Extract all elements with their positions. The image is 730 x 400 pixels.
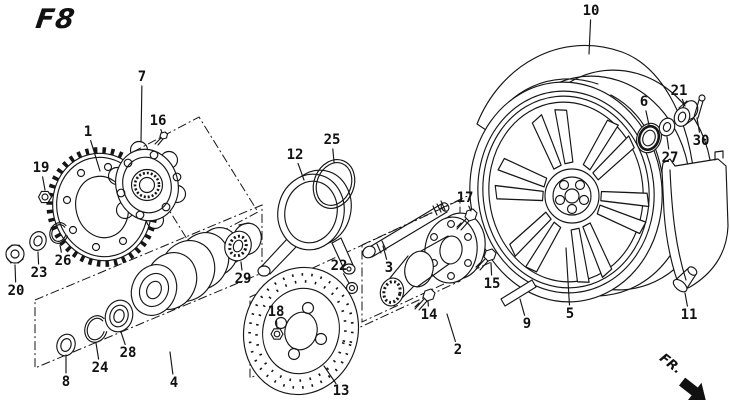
hub-flange — [107, 140, 187, 230]
part-callout-5: 5 — [566, 306, 574, 322]
washer — [29, 231, 47, 251]
leader-line-13 — [323, 365, 337, 385]
part-callout-9: 9 — [523, 316, 531, 332]
bearing-retainer — [257, 169, 356, 277]
part-callout-6: 6 — [640, 94, 648, 110]
part-callout-25: 25 — [324, 132, 341, 148]
axle-nut — [5, 244, 25, 264]
leader-line-3 — [382, 245, 388, 260]
leader-line-16 — [160, 128, 163, 134]
part-callout-3: 3 — [385, 260, 393, 276]
leader-line-15 — [490, 262, 493, 276]
part-callout-30: 30 — [693, 133, 710, 149]
final-drive-unit — [379, 212, 486, 307]
part-callout-13: 13 — [333, 383, 350, 399]
part-callout-22: 22 — [331, 258, 348, 274]
small-ring — [345, 281, 359, 295]
part-callout-29: 29 — [235, 271, 252, 287]
part-callout-4: 4 — [170, 375, 178, 391]
part-callout-23: 23 — [31, 265, 48, 281]
part-callout-8: 8 — [62, 374, 70, 390]
disc-nut — [270, 328, 284, 340]
leader-line-17 — [468, 205, 472, 212]
leader-line-22 — [342, 273, 350, 284]
leader-line-10 — [588, 19, 592, 55]
ball-bearing — [104, 299, 134, 333]
part-callout-19: 19 — [33, 160, 50, 176]
bolt-15 — [475, 248, 497, 271]
part-callout-14: 14 — [421, 307, 438, 323]
leader-line-4 — [169, 351, 174, 375]
wheel-hub — [544, 168, 600, 224]
part-callout-16: 16 — [150, 113, 167, 129]
leader-line-5 — [565, 247, 571, 306]
o-ring — [312, 159, 356, 209]
brake-disc — [242, 266, 360, 396]
fr-arrow-icon — [679, 377, 706, 400]
fr-label: FR. — [656, 351, 684, 378]
part-callout-1: 1 — [84, 124, 92, 140]
part-callouts: 1234567891011121314151617181920212223242… — [8, 3, 710, 399]
part-callout-21: 21 — [671, 83, 688, 99]
balance-weight — [500, 279, 537, 307]
leader-line-29 — [240, 261, 243, 271]
direction-indicator: FR. — [656, 351, 706, 400]
leader-line-19 — [42, 176, 46, 191]
leader-line-27 — [666, 136, 670, 150]
leader-line-7 — [140, 85, 143, 143]
leader-line-26 — [59, 244, 62, 253]
needle-bearing — [224, 222, 262, 263]
adjuster-nut — [37, 190, 53, 204]
flange-bolt — [154, 131, 169, 146]
leader-line-23 — [37, 251, 40, 265]
leader-line-2 — [446, 313, 456, 342]
part-callout-18: 18 — [268, 304, 285, 320]
part-callout-28: 28 — [120, 345, 137, 361]
leader-line-25 — [332, 148, 335, 163]
part-callout-20: 20 — [8, 283, 25, 299]
part-callout-11: 11 — [681, 307, 698, 323]
leader-line-9 — [519, 298, 526, 316]
part-callout-7: 7 — [138, 69, 146, 85]
cotter-pin — [693, 94, 706, 119]
part-callout-24: 24 — [92, 360, 109, 376]
castle-cap — [673, 100, 699, 127]
bolt-14 — [414, 288, 436, 311]
leader-line-28 — [120, 331, 126, 346]
oil-seal — [56, 333, 76, 357]
leader-line-24 — [95, 342, 100, 360]
part-callout-26: 26 — [55, 253, 72, 269]
leader-line-20 — [14, 264, 17, 283]
leader-line-21 — [681, 98, 686, 107]
leader-line-30 — [696, 117, 701, 133]
side-panel — [661, 150, 729, 292]
part-callout-2: 2 — [454, 342, 462, 358]
snap-ring-small — [49, 222, 69, 244]
part-callout-17: 17 — [457, 190, 474, 206]
part-callout-27: 27 — [662, 150, 679, 166]
bolt-17 — [456, 208, 478, 231]
damper-drum — [130, 227, 240, 316]
part-callout-10: 10 — [583, 3, 600, 19]
snap-ring-large — [84, 315, 108, 343]
part-callout-12: 12 — [287, 147, 304, 163]
leader-line-11 — [684, 292, 688, 307]
thrust-washer — [658, 117, 676, 137]
wheel — [469, 81, 663, 303]
valve — [672, 266, 698, 293]
wheel-bearing — [636, 122, 662, 154]
leader-line-1 — [90, 140, 101, 172]
leader-line-6 — [645, 110, 650, 126]
part-callout-15: 15 — [484, 276, 501, 292]
leader-line-12 — [297, 162, 305, 181]
